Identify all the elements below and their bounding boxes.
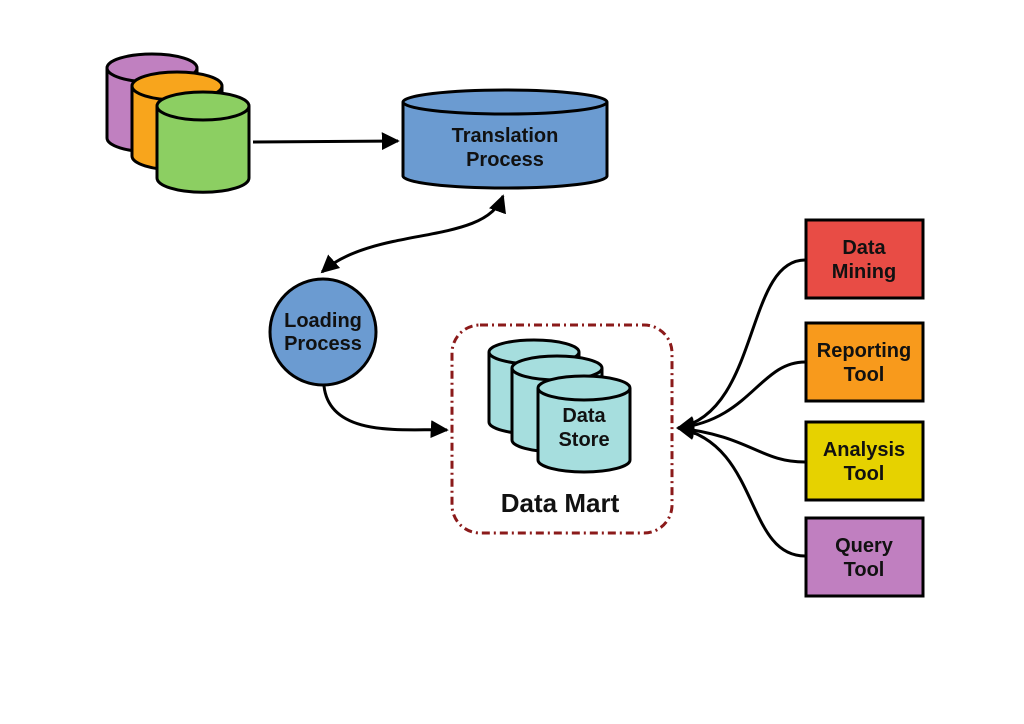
tool-data-mining: Data Mining [804,218,925,300]
data-mart-label: Data Mart [501,488,620,518]
translation-process: Translation Process [401,88,609,190]
tool-box [804,218,925,300]
tool-label-line2: Tool [844,463,885,485]
cylinder-top [401,88,609,116]
edge-reporting-to-mart [676,360,806,436]
edge-analysis-to-mart [676,420,806,464]
tool-box [804,321,925,403]
tool-label-line1: Data [842,237,886,259]
tool-label-line1: Analysis [823,439,905,461]
translation-label-line1: Translation [452,125,559,147]
translation-label-line2: Process [466,149,544,171]
tool-query: Query Tool [804,516,925,598]
cylinder-top [536,374,632,402]
edge-translation-loading [320,194,506,274]
tool-label-line1: Query [835,535,894,557]
edge-loading-to-mart [322,385,449,439]
tool-reporting: Reporting Tool [804,321,925,403]
cylinder-body [401,102,609,190]
tool-label-line2: Tool [844,364,885,386]
source-db-green [155,90,251,194]
edge-data-mining-to-mart [676,258,806,434]
tool-box [804,516,925,598]
loading-process: Loading Process [268,277,378,387]
tool-connectors [676,258,806,558]
loading-label-line1: Loading [284,310,362,332]
loading-circle [268,277,378,387]
edge-sources-to-translation [252,132,400,151]
tool-box [804,420,925,502]
loading-label-line2: Process [284,333,362,355]
data-store: Data Store [487,338,632,474]
tool-label-line2: Mining [832,261,896,283]
cylinder-body [155,106,251,194]
cylinder-top [155,90,251,122]
tool-analysis: Analysis Tool [804,420,925,502]
edge-query-to-mart [676,422,806,558]
tool-label-line2: Tool [844,559,885,581]
source-databases [105,52,251,194]
data-store-label-line1: Data [562,405,606,427]
tool-label-line1: Reporting [817,340,911,362]
data-store-label-line2: Store [558,429,609,451]
cylinder-body [536,388,632,474]
store-cylinder-front: Data Store [536,374,632,474]
data-mart-border [450,323,674,535]
data-mart: Data Store Data Mart [450,323,674,535]
